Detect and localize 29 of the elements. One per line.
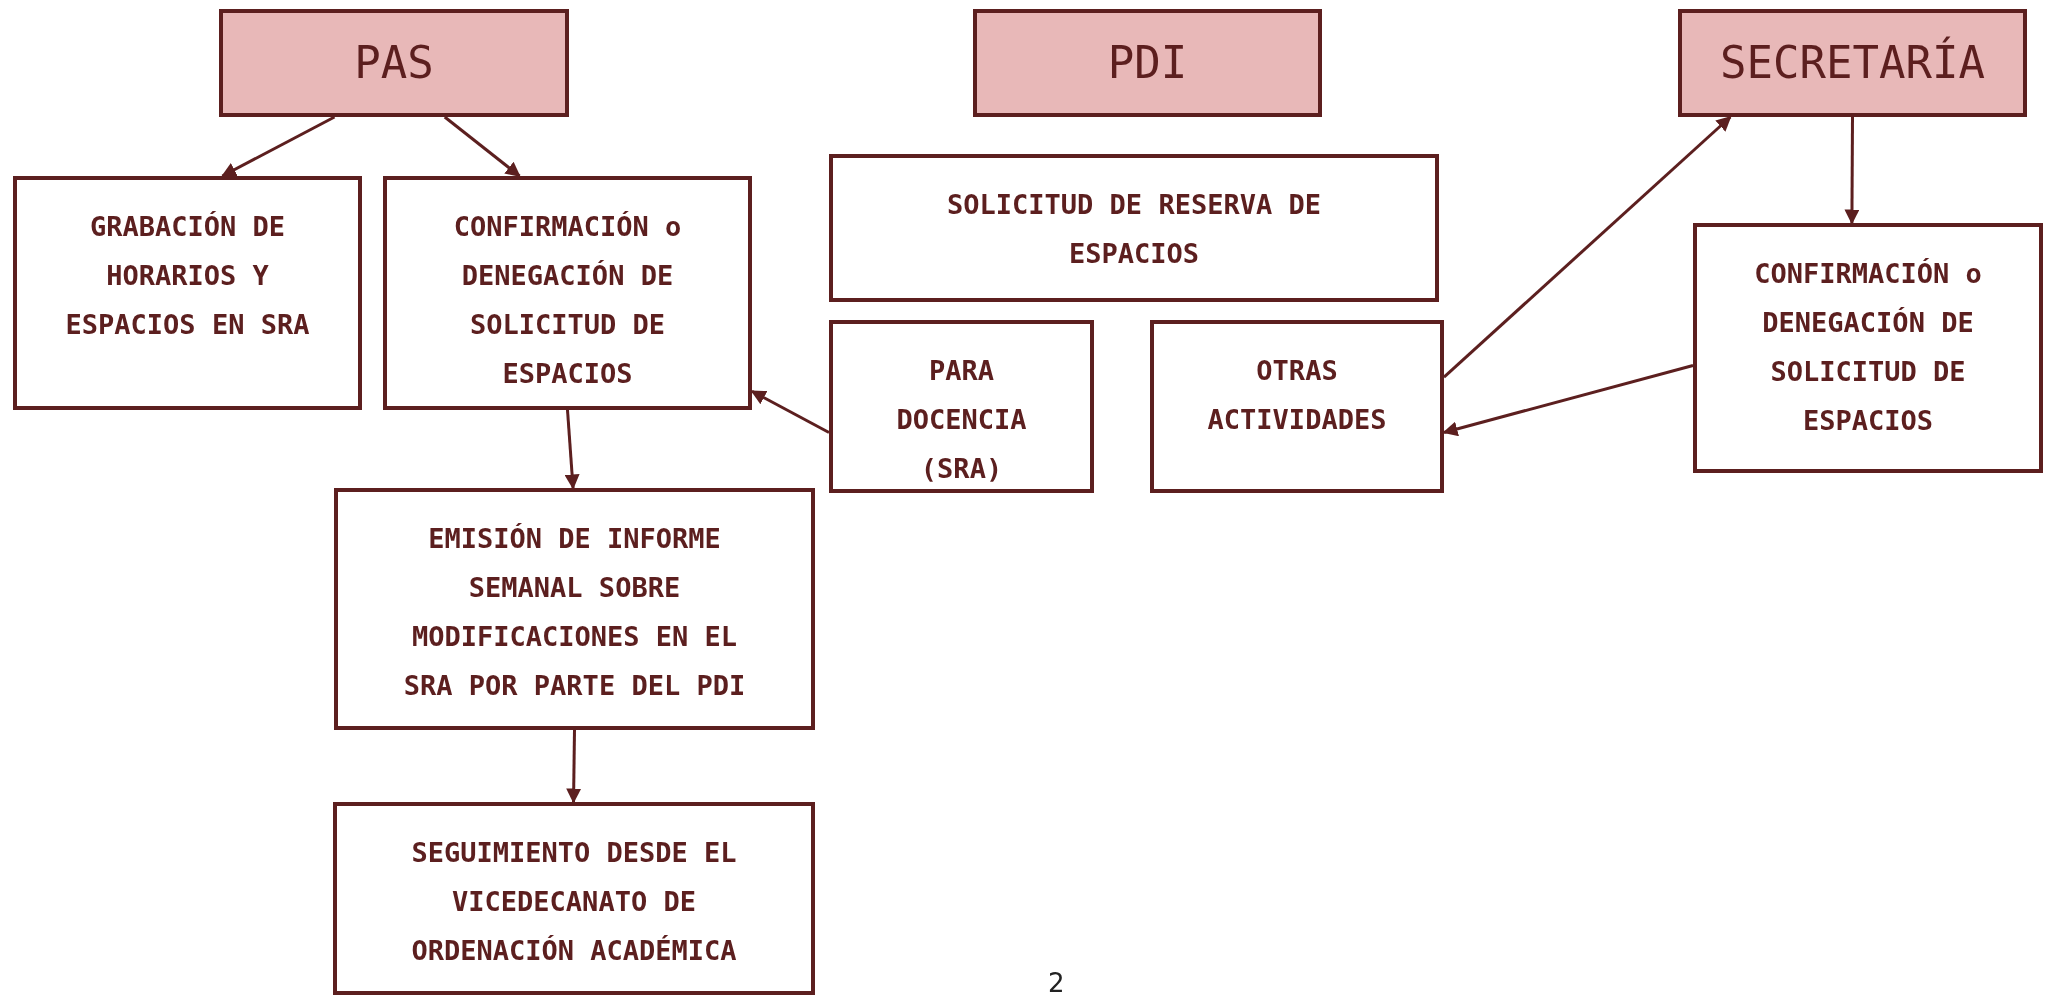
box-text: EMISIÓN DE INFORME SEMANAL SOBRE MODIFICACIONES EN EL SRA POR PARTE DEL PDI: [402, 522, 747, 703]
arrow: [564, 409, 580, 490]
box-text: PARA DOCENCIA (SRA): [895, 354, 1028, 486]
role-header-box: [219, 9, 569, 117]
box-text: PAS: [354, 38, 434, 88]
process-box: [13, 176, 362, 410]
box-text: GRABACIÓN DE HORARIOS Y ESPACIOS EN SRA: [64, 210, 311, 342]
process-box: [829, 154, 1439, 302]
role-header-box: [1678, 9, 2027, 117]
arrow: [566, 729, 582, 804]
box-text: CONFIRMACIÓN o DENEGACIÓN DE SOLICITUD DE ESPACIOS: [1753, 257, 1983, 438]
box-text: OTRAS ACTIVIDADES: [1206, 354, 1388, 437]
box-text: SEGUIMIENTO DESDE EL VICEDECANATO DE ORDENACIÓN ACADÉMICA: [410, 836, 738, 968]
arrow: [221, 115, 336, 178]
box-text: CONFIRMACIÓN o DENEGACIÓN DE SOLICITUD DE ESPACIOS: [452, 210, 683, 391]
arrow: [1844, 117, 1860, 225]
role-header-box: [973, 9, 1322, 117]
process-box: [1150, 320, 1444, 493]
arrow: [443, 115, 521, 178]
process-box: [334, 488, 815, 730]
arrow: [1443, 115, 1732, 379]
box-text: SECRETARÍA: [1720, 38, 1985, 88]
process-box: [383, 176, 752, 410]
process-box: [829, 320, 1094, 493]
page-number: 2: [1048, 968, 1065, 997]
box-text: SOLICITUD DE RESERVA DE ESPACIOS: [946, 188, 1322, 271]
box-text: PDI: [1107, 38, 1188, 88]
process-box: [1693, 223, 2043, 473]
process-box: [333, 802, 815, 995]
